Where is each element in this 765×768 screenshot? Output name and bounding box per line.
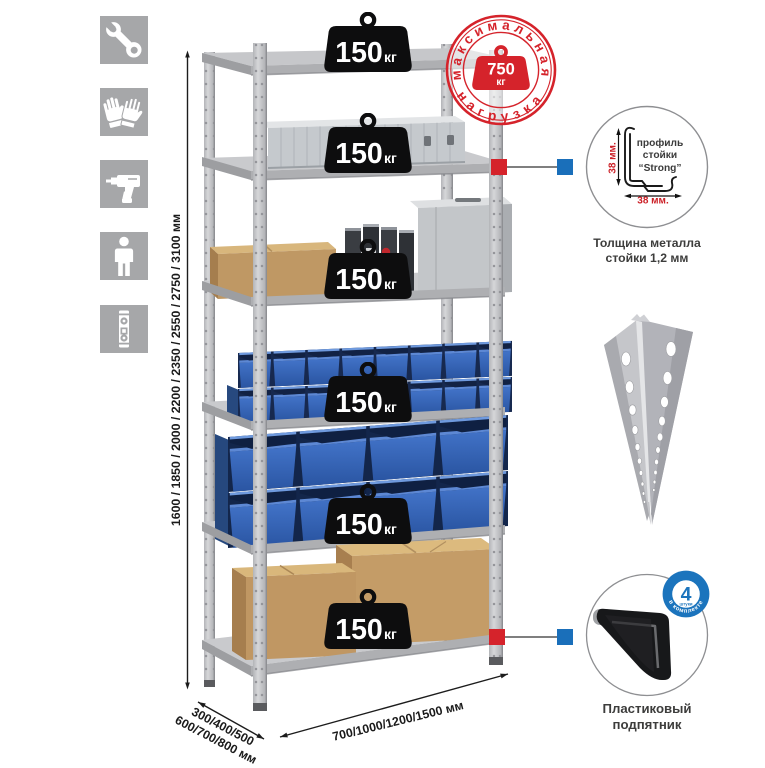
profile-label: профиль стойки “Strong” — [637, 138, 684, 175]
profile-caption-line2: стойки 1,2 мм — [605, 250, 689, 265]
badge-body — [324, 26, 412, 72]
load-badge-6: 150 кг — [323, 588, 413, 651]
blue-marker-top — [557, 159, 573, 175]
badge-value: 150 — [335, 509, 383, 541]
profile-label-line1: профиль — [636, 138, 684, 149]
small-bins-upper-row — [238, 340, 512, 388]
badge-unit: кг — [384, 399, 397, 415]
drill-icon — [106, 175, 140, 203]
stamp-unit: кг — [496, 77, 505, 88]
foot-count-badge: 4 штуки в комплекте — [662, 570, 710, 618]
profile-detail-circle — [585, 105, 709, 229]
badge-unit: кг — [384, 150, 397, 166]
badge-value: 150 — [335, 264, 383, 296]
feature-icon-drill — [100, 160, 148, 208]
profile-dim-arrows — [616, 128, 682, 199]
badge-value: 150 — [335, 37, 383, 69]
rack-front-posts — [253, 43, 503, 711]
profile-dim-horizontal: 38 мм. — [637, 195, 669, 207]
profile-cross-section — [624, 126, 677, 192]
height-dimension-label: 1600 / 1850 / 2000 / 2200 / 2350 / 2550 … — [169, 213, 183, 527]
width-dimension-line — [279, 673, 509, 738]
badge-unit: кг — [384, 276, 397, 292]
profile-label-line2: стойки — [642, 150, 678, 162]
gloves-icon — [102, 95, 147, 130]
badge-count: 4 — [681, 584, 692, 606]
profile-label-line3: “Strong” — [638, 162, 682, 174]
plastic-foot — [593, 608, 672, 680]
stamp-weight-icon — [472, 56, 530, 90]
feature-icon-person — [100, 232, 148, 280]
corner-post-figure — [604, 314, 693, 525]
foot-caption-line2: подпятник — [612, 717, 682, 733]
feature-icon-level — [100, 305, 148, 353]
load-badge-2: 150 кг — [323, 112, 413, 175]
profile-callout-marker — [491, 159, 573, 175]
blue-marker-bottom — [557, 629, 573, 645]
profile-caption: Толщина металла стойки 1,2 мм — [593, 236, 701, 266]
max-load-stamp: максимальная нагрузка 750 кг — [444, 13, 558, 127]
badge-unit: кг — [384, 49, 397, 65]
load-badge-3: 150 кг — [323, 238, 413, 301]
load-badge-1: 150 кг — [323, 11, 413, 74]
metal-cabinet — [410, 197, 512, 296]
foot-caption: Пластиковый подпятник — [602, 701, 691, 733]
badge-value: 150 — [335, 614, 383, 646]
stamp-value: 750 — [487, 61, 515, 79]
profile-dim-vertical: 38 мм. — [607, 142, 619, 174]
feature-icon-gloves — [100, 88, 148, 136]
badge-value: 150 — [335, 138, 383, 170]
profile-caption-line1: Толщина металла — [593, 236, 701, 250]
badge-count-unit: штуки — [680, 601, 693, 606]
wrench-icon — [96, 12, 142, 58]
badge-unit: кг — [384, 626, 397, 642]
foot-callout-marker — [489, 629, 573, 645]
depth-dimension-line — [197, 701, 265, 740]
badge-unit: кг — [384, 521, 397, 537]
height-dimension-line — [185, 50, 190, 690]
red-marker-bottom — [489, 629, 505, 645]
badge-value: 150 — [335, 387, 383, 419]
spirit-level-icon — [119, 310, 129, 348]
badge-ring — [359, 11, 377, 29]
feature-icon-wrench — [96, 12, 148, 64]
load-badge-5: 150 кг — [323, 483, 413, 546]
person-icon — [114, 236, 134, 276]
foot-caption-line1: Пластиковый — [602, 701, 692, 716]
red-marker-top — [491, 159, 507, 175]
load-badge-4: 150 кг — [323, 361, 413, 424]
